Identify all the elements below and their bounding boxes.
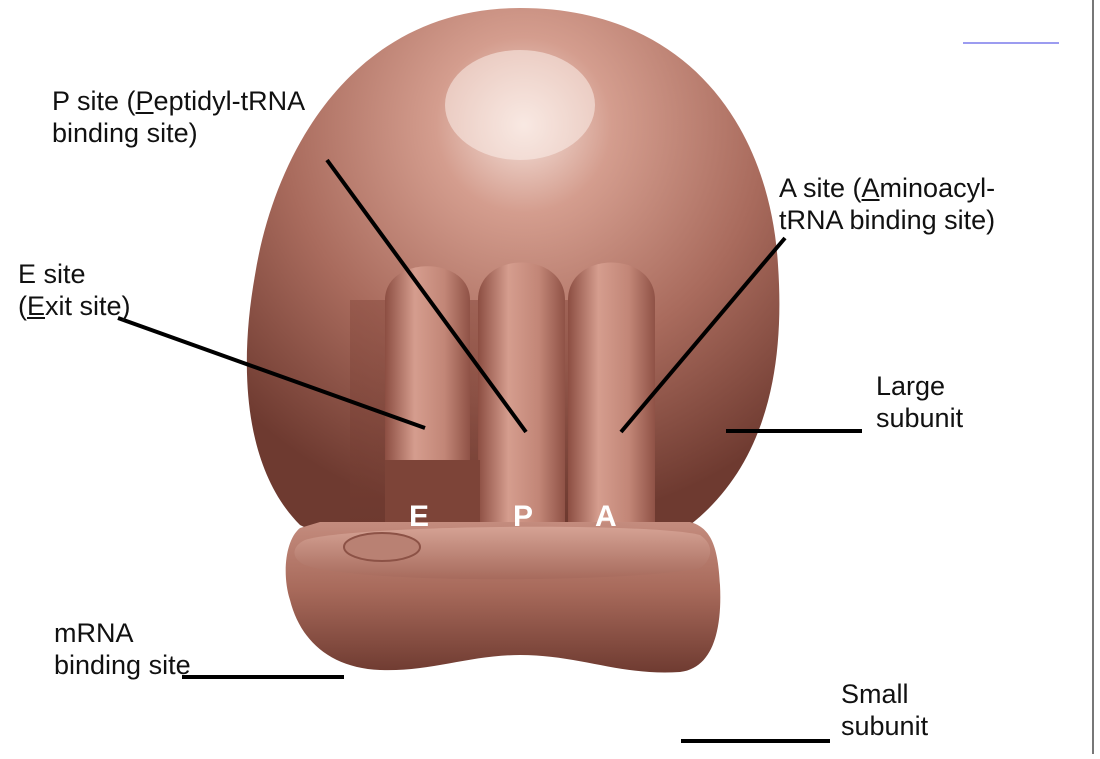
large-subunit-label: Large subunit: [876, 370, 963, 434]
p-site-column: [478, 263, 565, 541]
e-site-letter: E: [409, 500, 429, 534]
a-site-column: [568, 263, 655, 541]
large-subunit-highlight: [445, 50, 595, 160]
small-subunit-label: Small subunit: [841, 678, 928, 742]
p-site-letter: P: [513, 500, 533, 534]
right-frame-border: [1092, 0, 1094, 754]
p-site-label: P site (Peptidyl-tRNA binding site): [52, 85, 305, 149]
a-site-letter: A: [595, 500, 617, 534]
mrna-groove: [344, 533, 420, 561]
a-site-label: A site (Aminoacyl- tRNA binding site): [779, 172, 995, 236]
header-rule: [963, 42, 1059, 44]
e-site-label: E site (Exit site): [18, 258, 131, 322]
mrna-site-label: mRNA binding site: [54, 617, 191, 681]
